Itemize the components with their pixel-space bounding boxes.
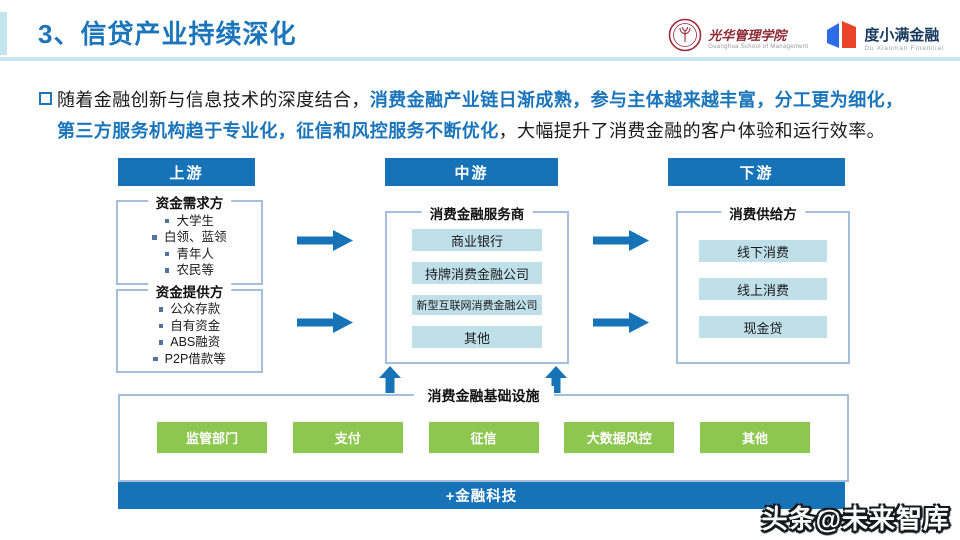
- list-item: P2P借款等: [153, 352, 226, 366]
- bullet-icon: [153, 356, 158, 361]
- finance-providers-list: 商业银行 持牌消费金融公司 新型互联网消费金融公司 其他: [387, 213, 567, 362]
- list-item: 农民等: [164, 263, 214, 278]
- bullet-icon: [164, 218, 170, 223]
- intro-paragraph-line1: 随着金融创新与信息技术的深度结合，消费金融产业链日渐成熟，参与主体越来越丰富，分…: [57, 86, 903, 112]
- list-item-label: 青年人: [176, 246, 214, 261]
- list-item: 白领、蓝领: [152, 230, 227, 245]
- fund-supply-title: 资金提供方: [147, 281, 232, 301]
- finance-providers-box: 消费金融服务商 商业银行 持牌消费金融公司 新型互联网消费金融公司 其他: [385, 203, 569, 364]
- bullet-icon: [152, 235, 157, 240]
- consumer-item: 线上消费: [699, 278, 827, 300]
- bullet-icon: [164, 268, 170, 273]
- consumption-supply-box: 消费供给方 线下消费 线上消费 现金贷: [676, 203, 850, 364]
- list-item-label: ABS融资: [170, 335, 221, 350]
- list-item-label: 白领、蓝领: [163, 230, 227, 245]
- paragraph-text-emphasis: 消费金融产业链日渐成熟，参与主体越来越丰富，分工更为细化，: [369, 90, 904, 110]
- bullet-icon: [164, 251, 170, 256]
- infrastructure-item: 大数据风控: [564, 422, 675, 453]
- duxiaoman-mark-icon: [826, 20, 858, 55]
- infrastructure-list: 监管部门 支付 征信 大数据风控 其他: [120, 396, 847, 453]
- consumer-item: 线下消费: [699, 240, 827, 262]
- list-item-label: 农民等: [176, 263, 214, 278]
- bullet-icon: [158, 307, 164, 312]
- guanghua-logo: 光华管理学院 Guanghua School of Management: [668, 18, 808, 57]
- provider-item: 新型互联网消费金融公司: [412, 295, 542, 315]
- consumer-item: 现金贷: [699, 316, 827, 338]
- watermark: 头条@未来智库: [761, 504, 950, 534]
- list-item-label: 大学生: [176, 213, 214, 228]
- list-item: 自有资金: [158, 318, 221, 333]
- infrastructure-item: 监管部门: [157, 422, 267, 453]
- provider-item: 商业银行: [412, 229, 542, 251]
- list-item: 公众存款: [158, 302, 221, 317]
- provider-item: 持牌消费金融公司: [412, 262, 542, 284]
- provider-item: 其他: [412, 326, 542, 348]
- arrow-right-icon: [297, 230, 353, 251]
- list-item: ABS融资: [158, 335, 221, 350]
- arrow-right-icon: [593, 312, 649, 333]
- infrastructure-title: 消费金融基础设施: [413, 386, 554, 406]
- arrow-right-icon: [297, 312, 353, 333]
- fund-demand-title: 资金需求方: [147, 192, 232, 212]
- title-divider: [0, 57, 960, 61]
- consumption-supply-list: 线下消费 线上消费 现金贷: [678, 213, 848, 362]
- paragraph-text: ，大幅提升了消费金融的客户体验和运行效率。: [498, 121, 886, 141]
- fund-supply-box: 资金提供方 公众存款 自有资金 ABS融资 P2P借款等: [116, 281, 263, 373]
- guanghua-logo-name: 光华管理学院: [708, 29, 787, 44]
- duxiaoman-logo-subtitle: Du Xiaoman Financial: [864, 44, 944, 52]
- fund-supply-list: 公众存款 自有资金 ABS融资 P2P借款等: [118, 291, 261, 371]
- fund-demand-box: 资金需求方 大学生 白领、蓝领 青年人 农民等: [116, 192, 263, 285]
- logo-group: 光华管理学院 Guanghua School of Management 度小满…: [668, 18, 944, 57]
- paragraph-bullet-icon: [39, 92, 52, 105]
- bullet-icon: [158, 323, 164, 328]
- infrastructure-item: 其他: [700, 422, 810, 453]
- list-item: 大学生: [164, 213, 214, 228]
- finance-providers-title: 消费金融服务商: [421, 203, 533, 223]
- infrastructure-item: 支付: [292, 422, 403, 453]
- fintech-bar: +金融科技: [118, 482, 845, 509]
- midstream-header: 中游: [385, 158, 558, 186]
- paragraph-text-emphasis: 第三方服务机构趋于专业化，征信和风控服务不断优化: [57, 121, 499, 141]
- guanghua-seal-icon: [668, 18, 702, 57]
- arrow-up-icon: [379, 366, 401, 393]
- list-item-label: 公众存款: [170, 302, 221, 317]
- duxiaoman-logo-name: 度小满金融: [864, 26, 940, 44]
- page-title: 3、信贷产业持续深化: [38, 19, 297, 49]
- fund-demand-list: 大学生 白领、蓝领 青年人 农民等: [118, 202, 261, 283]
- downstream-header: 下游: [668, 158, 845, 186]
- consumption-supply-title: 消费供给方: [721, 203, 805, 223]
- infrastructure-box: 消费金融基础设施 监管部门 支付 征信 大数据风控 其他: [118, 386, 849, 482]
- list-item-label: P2P借款等: [164, 351, 226, 366]
- arrow-up-icon: [545, 366, 567, 393]
- paragraph-text: 随着金融创新与信息技术的深度结合，: [57, 90, 370, 110]
- duxiaoman-logo: 度小满金融 Du Xiaoman Financial: [826, 20, 944, 55]
- arrow-right-icon: [593, 230, 649, 251]
- intro-paragraph-line2: 第三方服务机构趋于专业化，征信和风控服务不断优化，大幅提升了消费金融的客户体验和…: [57, 117, 885, 143]
- infrastructure-item: 征信: [428, 422, 539, 453]
- upstream-header: 上游: [118, 158, 255, 186]
- list-item-label: 自有资金: [170, 318, 221, 333]
- bullet-icon: [158, 340, 164, 345]
- title-accent-bar: [0, 12, 7, 55]
- list-item: 青年人: [164, 246, 214, 261]
- guanghua-logo-subtitle: Guanghua School of Management: [708, 44, 809, 50]
